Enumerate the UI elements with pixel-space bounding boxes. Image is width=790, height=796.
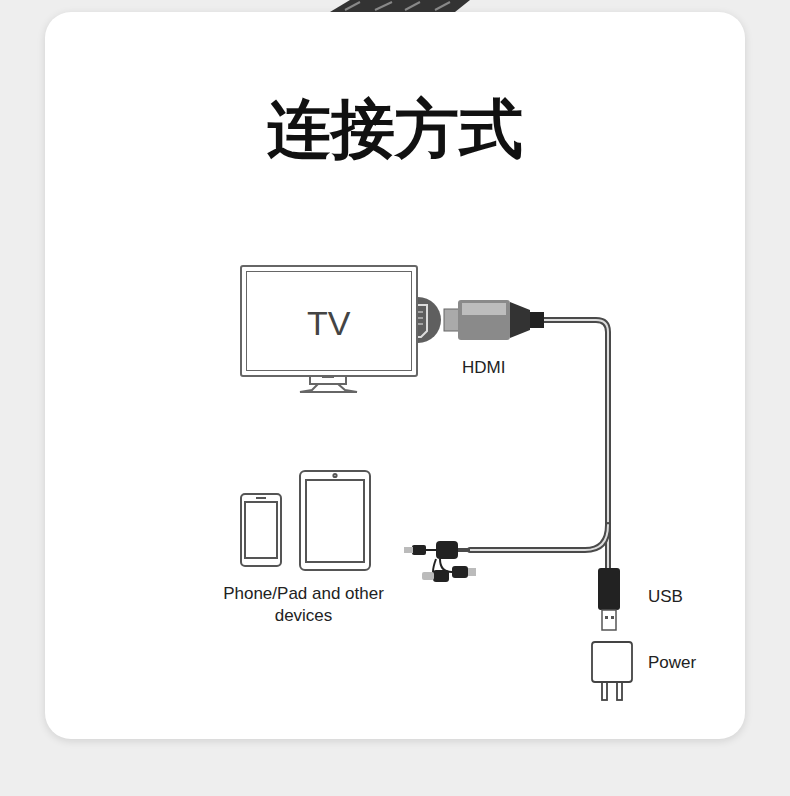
node-label: TV — [307, 304, 350, 343]
usb-plug — [598, 568, 620, 630]
power-adapter — [592, 642, 632, 700]
device-label: Phone/Pad and other devices — [221, 583, 386, 627]
phone-icon — [241, 494, 281, 566]
top-cable — [330, 0, 470, 12]
text-holder: TV — [242, 267, 416, 375]
multi-connector — [404, 541, 476, 582]
cable — [470, 320, 608, 568]
title: 连接方式 — [267, 86, 523, 173]
tv-screen: TV — [240, 265, 418, 377]
power-label: Power — [648, 652, 696, 674]
connector-label: USB — [648, 586, 683, 608]
tablet-icon — [300, 471, 370, 570]
hdmi-plug — [444, 300, 544, 340]
connector-label: HDMI — [462, 357, 505, 379]
